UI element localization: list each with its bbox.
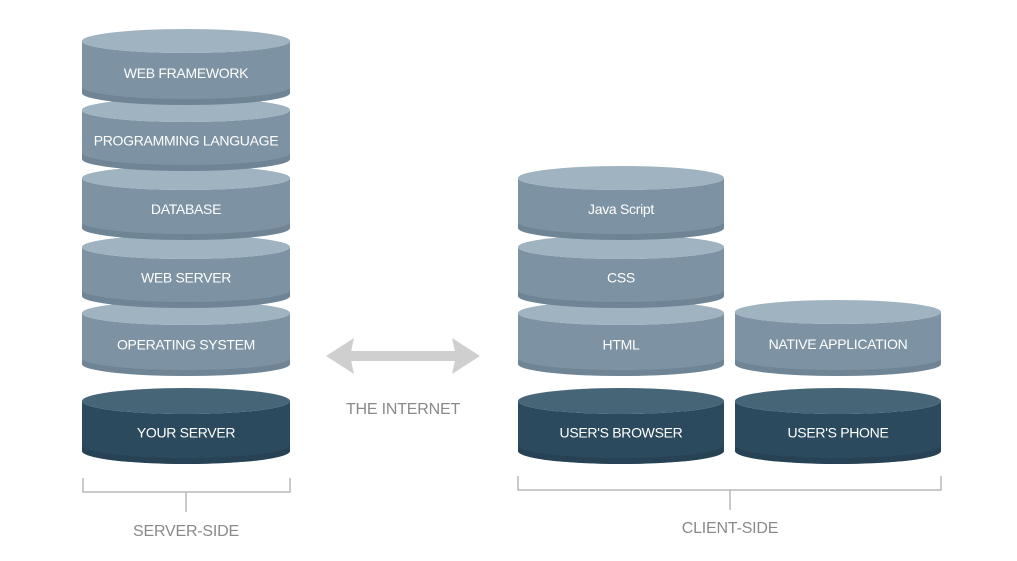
cylinder-top [518, 166, 724, 190]
cylinder-css: CSS [518, 235, 724, 308]
internet-label: THE INTERNET [346, 401, 460, 418]
cylinder-database: DATABASE [82, 166, 290, 240]
cylinder-shadow [82, 358, 290, 376]
cylinder-label: HTML [603, 337, 640, 353]
cylinder-top [735, 388, 941, 414]
cylinder-body [82, 247, 290, 308]
client-side-label: CLIENT-SIDE [682, 520, 779, 537]
cylinders-layer: OPERATING SYSTEM WEB SERVER DATABASE PROGRA… [82, 29, 941, 464]
cylinder-programming-language: PROGRAMMING LANGUAGE [82, 98, 290, 171]
cylinder-shadow [82, 290, 290, 308]
cylinder-body [518, 247, 724, 308]
cylinder-shadow [518, 290, 724, 308]
cylinder-body [735, 401, 941, 464]
cylinder-user-s-browser: USER'S BROWSER [518, 388, 724, 464]
cylinder-shadow [518, 222, 724, 240]
cylinder-top [518, 301, 724, 325]
cylinder-label: USER'S BROWSER [560, 425, 683, 441]
cylinder-body [82, 313, 290, 376]
cylinder-body [518, 178, 724, 240]
cylinder-label: WEB SERVER [141, 270, 231, 286]
cylinder-body [735, 312, 941, 376]
cylinder-label: CSS [607, 270, 635, 286]
cylinder-top [82, 98, 290, 122]
cylinder-top [735, 300, 941, 324]
cylinder-body [82, 401, 290, 464]
cylinder-html: HTML [518, 301, 724, 376]
cylinder-shadow [82, 153, 290, 171]
cylinder-top [518, 235, 724, 259]
cylinder-java-script: Java Script [518, 166, 724, 240]
cylinder-body [82, 41, 290, 105]
cylinder-your-server: YOUR SERVER [82, 388, 290, 464]
cylinder-web-framework: WEB FRAMEWORK [82, 29, 290, 105]
cylinder-top [82, 388, 290, 414]
cylinder-top [82, 235, 290, 259]
cylinder-body [82, 178, 290, 240]
cylinder-label: OPERATING SYSTEM [117, 337, 255, 353]
cylinder-user-s-phone: USER'S PHONE [735, 388, 941, 464]
cylinder-operating-system: OPERATING SYSTEM [82, 301, 290, 376]
cylinder-shadow [735, 445, 941, 464]
cylinder-label: Java Script [588, 201, 654, 217]
cylinder-top [82, 301, 290, 325]
cylinder-shadow [82, 222, 290, 240]
cylinder-shadow [735, 358, 941, 376]
cylinder-label: WEB FRAMEWORK [124, 65, 249, 81]
cylinder-label: YOUR SERVER [137, 425, 236, 441]
cylinder-shadow [518, 358, 724, 376]
cylinder-body [518, 313, 724, 376]
cylinder-body [518, 401, 724, 464]
cylinder-label: USER'S PHONE [788, 425, 889, 441]
server-side-label: SERVER-SIDE [133, 523, 239, 540]
client-side-bracket [517, 476, 942, 510]
cylinder-shadow [82, 87, 290, 105]
cylinder-shadow [518, 445, 724, 464]
cylinder-web-server: WEB SERVER [82, 235, 290, 308]
cylinder-label: PROGRAMMING LANGUAGE [94, 133, 279, 149]
cylinder-body [82, 110, 290, 171]
cylinder-native-application: NATIVE APPLICATION [735, 300, 941, 376]
cylinder-top [82, 166, 290, 190]
cylinder-top [82, 29, 290, 53]
cylinder-label: NATIVE APPLICATION [769, 336, 908, 352]
cylinder-label: DATABASE [151, 201, 221, 217]
server-side-bracket [82, 478, 291, 512]
cylinder-top [518, 388, 724, 414]
internet-double-arrow [326, 338, 480, 374]
cylinder-shadow [82, 445, 290, 464]
